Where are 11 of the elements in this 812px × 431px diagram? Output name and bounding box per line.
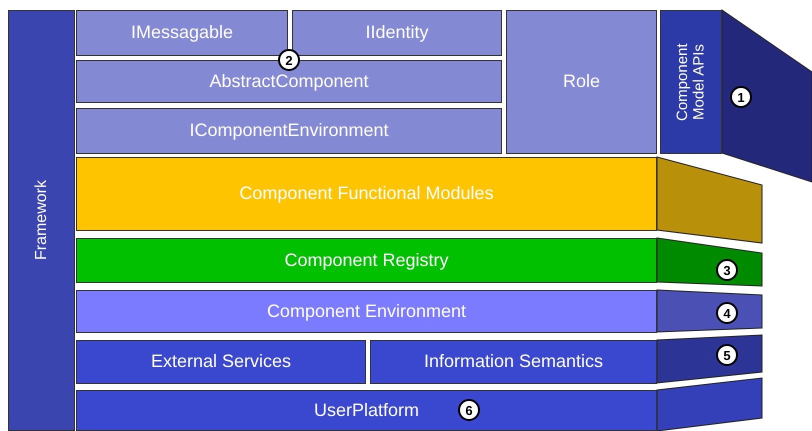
interface-block: IComponentEnvironment — [76, 108, 502, 154]
role-block: Role — [506, 10, 657, 154]
layer-box: Information Semantics — [370, 340, 657, 384]
framework-bar: Framework — [8, 10, 75, 431]
api-column: Component Model APIs — [660, 10, 722, 154]
layer-box: Component Functional Modules — [76, 157, 657, 231]
interface-block: IIdentity — [292, 10, 502, 56]
interface-block: IMessagable — [76, 10, 288, 56]
layer-box: Component Registry — [76, 238, 657, 283]
layer-box: Component Environment — [76, 290, 657, 333]
layer-box: External Services — [76, 340, 366, 384]
